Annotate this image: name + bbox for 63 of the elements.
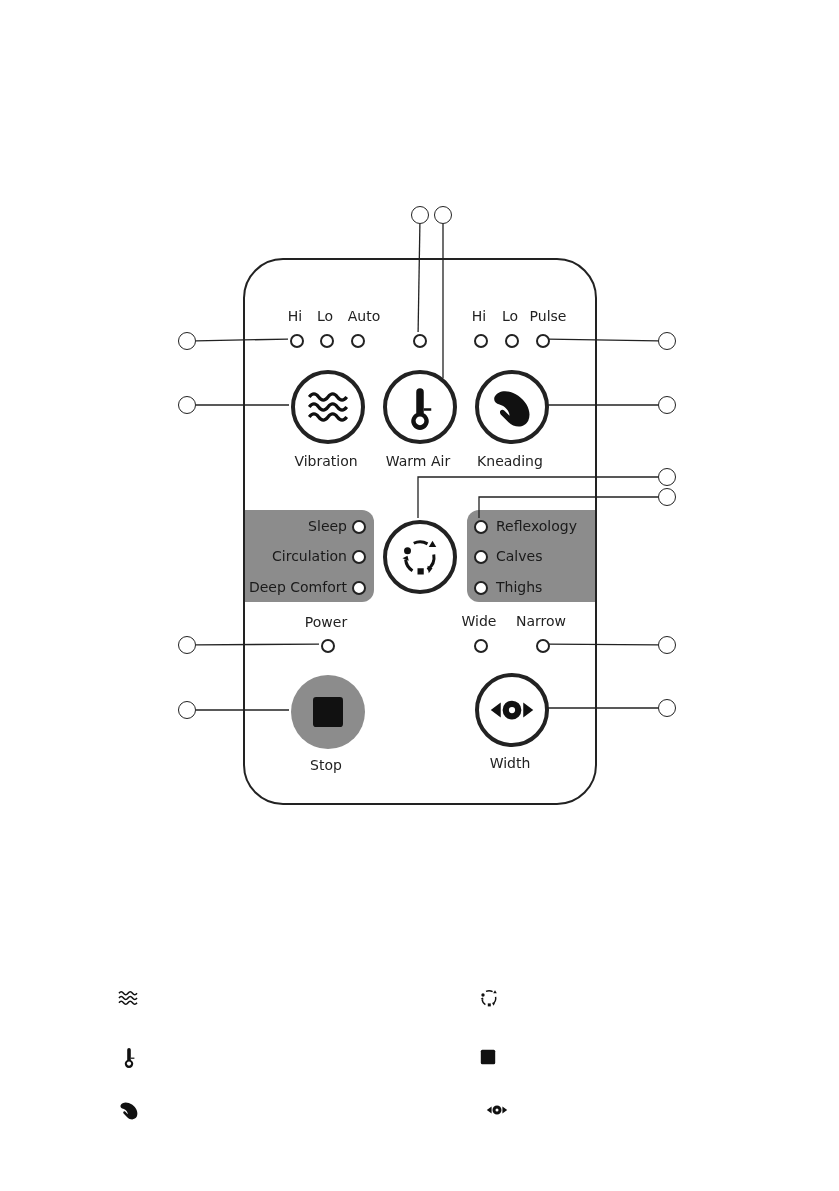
- leader-line: [195, 643, 320, 646]
- leader-line: [195, 338, 289, 342]
- indicator-label: Hi: [287, 307, 303, 325]
- indicator-light: [321, 639, 335, 653]
- callout-circle: [434, 206, 452, 224]
- indicator-label: Hi: [471, 307, 487, 325]
- button-label: Width: [489, 754, 531, 772]
- indicator-light: [474, 334, 488, 348]
- button-label: Warm Air: [385, 452, 451, 470]
- button-label: Kneading: [477, 452, 543, 470]
- indicator-label: Wide: [461, 612, 497, 630]
- mode-label: Deep Comfort: [248, 579, 347, 596]
- callout-circle: [178, 701, 196, 719]
- indicator-light: [536, 334, 550, 348]
- leader-line: [417, 476, 659, 519]
- indicator-label: Narrow: [516, 612, 566, 630]
- indicator-label: Power: [304, 613, 348, 631]
- indicator-light: [290, 334, 304, 348]
- callout-circle: [658, 396, 676, 414]
- leader-line: [546, 707, 659, 709]
- indicator-light: [352, 520, 366, 534]
- indicator-light: [474, 639, 488, 653]
- indicator-label: Pulse: [529, 307, 567, 325]
- callout-circle: [658, 468, 676, 486]
- callout-circle: [658, 332, 676, 350]
- callout-circle: [178, 332, 196, 350]
- leader-line: [478, 496, 659, 519]
- callout-circle: [178, 636, 196, 654]
- mode-panel: [467, 510, 595, 602]
- leader-line: [442, 223, 444, 380]
- button-label: Vibration: [294, 452, 358, 470]
- callout-circle: [658, 488, 676, 506]
- callout-circle: [178, 396, 196, 414]
- callout-circle: [658, 636, 676, 654]
- control-panel: [243, 258, 597, 805]
- indicator-light: [352, 550, 366, 564]
- mode-panel: [245, 510, 374, 602]
- indicator-light: [413, 334, 427, 348]
- indicator-light: [505, 334, 519, 348]
- indicator-label: Auto: [347, 307, 381, 325]
- mode-label: Thighs: [496, 579, 543, 596]
- leader-line: [546, 404, 659, 406]
- indicator-label: Lo: [316, 307, 334, 325]
- leader-line: [547, 643, 659, 646]
- leader-line: [547, 338, 659, 342]
- callout-circle: [658, 699, 676, 717]
- button-label: Stop: [310, 756, 342, 774]
- indicator-light: [536, 639, 550, 653]
- mode-label: Circulation: [272, 548, 347, 565]
- indicator-label: Lo: [501, 307, 519, 325]
- indicator-light: [351, 334, 365, 348]
- mode-label: Calves: [496, 548, 543, 565]
- mode-label: Sleep: [308, 518, 347, 535]
- leader-line: [195, 404, 290, 406]
- leader-line: [195, 709, 290, 711]
- indicator-light: [474, 581, 488, 595]
- indicator-light: [320, 334, 334, 348]
- callout-circle: [411, 206, 429, 224]
- leader-line: [417, 223, 421, 333]
- indicator-light: [474, 550, 488, 564]
- indicator-light: [352, 581, 366, 595]
- mode-label: Reflexology: [496, 518, 577, 535]
- indicator-light: [474, 520, 488, 534]
